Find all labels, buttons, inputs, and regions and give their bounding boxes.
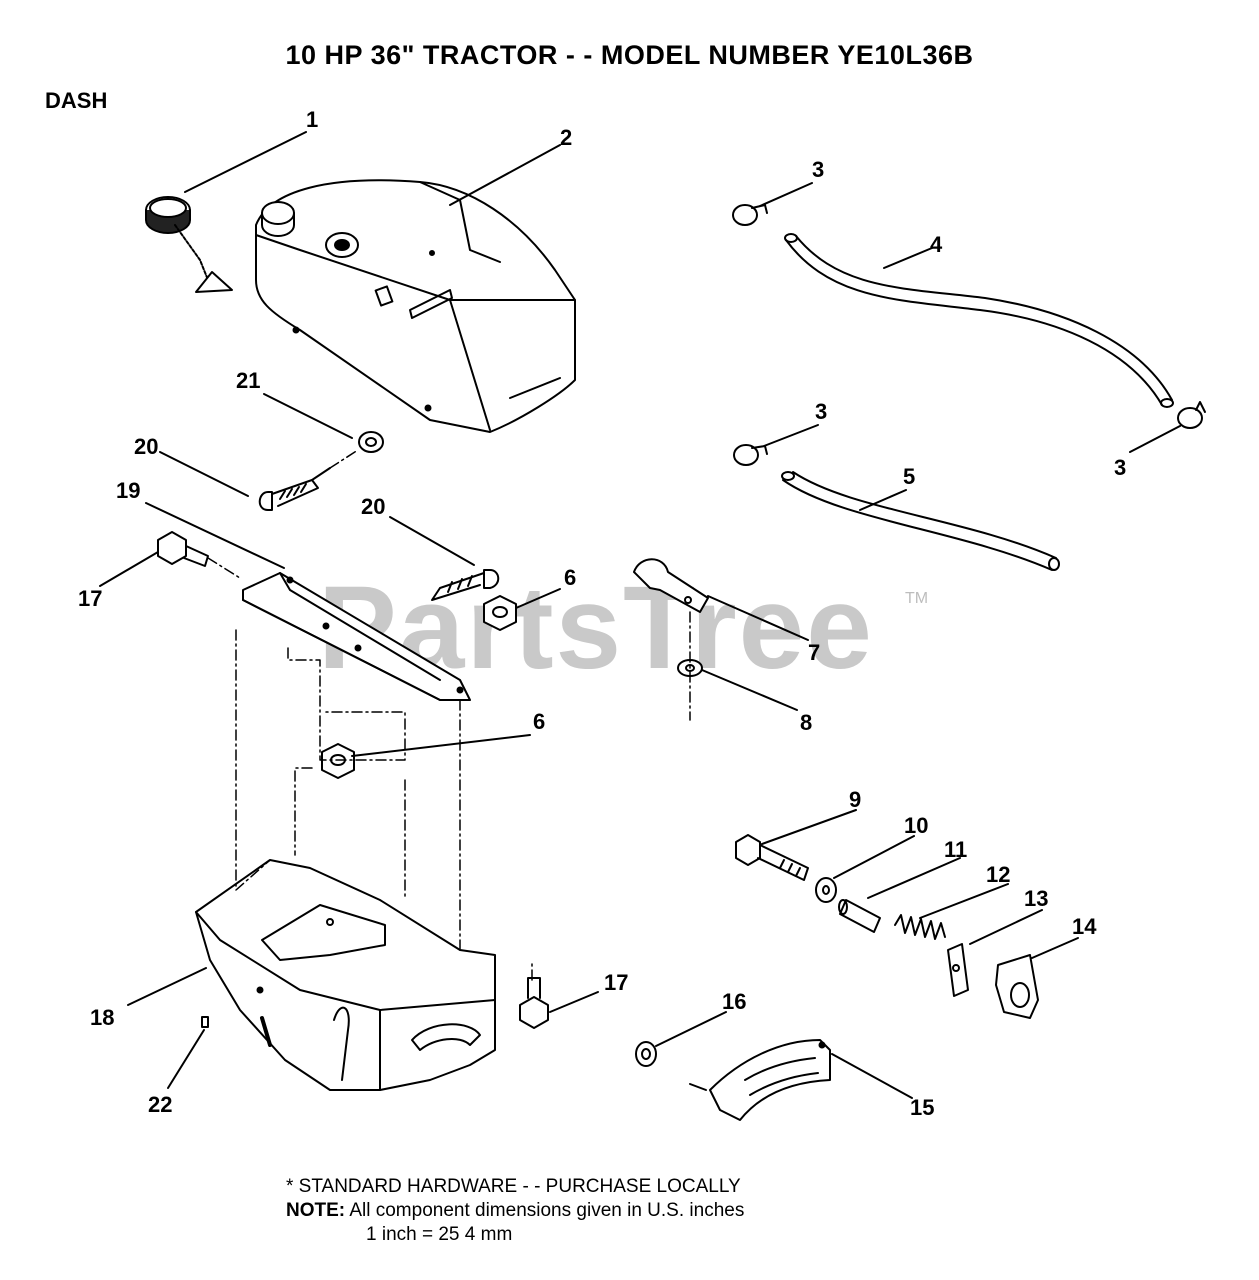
part-18-lower-panel (195, 859, 496, 1091)
callout-15: 15 (910, 1095, 934, 1120)
section-label: DASH (45, 88, 108, 113)
part-4-fuel-line (784, 233, 1174, 408)
callout-6a: 6 (564, 565, 576, 590)
callout-2: 2 (560, 125, 572, 150)
leader-lines (99, 131, 1181, 1099)
callout-6b: 6 (533, 709, 545, 734)
callout-9: 9 (849, 787, 861, 812)
part-1-fuel-cap (145, 196, 233, 293)
callout-10: 10 (904, 813, 928, 838)
callout-4: 4 (930, 232, 943, 257)
callout-8: 8 (800, 710, 812, 735)
callout-17b: 17 (604, 970, 628, 995)
part-11-spacer (838, 899, 881, 933)
part-7-clip (633, 558, 709, 613)
callout-19: 19 (116, 478, 140, 503)
callout-18: 18 (90, 1005, 114, 1030)
callout-11: 11 (944, 837, 967, 862)
part-6-nuts (321, 595, 517, 779)
part-17-bolts (157, 531, 549, 1029)
part-22-pin (201, 1016, 209, 1028)
standard-hardware-note: * STANDARD HARDWARE - - PURCHASE LOCALLY (286, 1176, 741, 1197)
callout-20b: 20 (361, 494, 385, 519)
part-5-fuel-line (781, 471, 1060, 571)
part-3-hose-clamps (732, 204, 1206, 466)
note-label: NOTE: (286, 1200, 346, 1221)
dimensions-note: NOTE: All component dimensions given in … (286, 1199, 744, 1223)
callout-21: 21 (236, 368, 260, 393)
callout-numbers: 1 2 3 4 3 3 5 21 20 19 20 17 6 7 8 6 9 1… (78, 107, 1126, 1120)
callout-14: 14 (1072, 914, 1097, 939)
callout-5: 5 (903, 464, 915, 489)
callout-22: 22 (148, 1092, 172, 1117)
callout-13: 13 (1024, 886, 1048, 911)
callout-7: 7 (808, 640, 820, 665)
callout-3b: 3 (815, 399, 827, 424)
part-13-clip (947, 943, 969, 997)
part-19-bracket (242, 572, 471, 701)
callout-3a: 3 (812, 157, 824, 182)
part-15-quadrant (689, 1039, 831, 1121)
footer-notes: * STANDARD HARDWARE - - PURCHASE LOCALLY… (286, 1175, 744, 1247)
part-16-nut (635, 1041, 657, 1067)
part-20-screws (258, 467, 500, 601)
assembly-lines (207, 449, 691, 981)
callout-16: 16 (722, 989, 746, 1014)
callout-17a: 17 (78, 586, 102, 611)
watermark-trademark: TM (905, 590, 929, 607)
part-12-spring (894, 914, 946, 940)
note-text: All component dimensions given in U.S. i… (349, 1200, 745, 1221)
callout-12: 12 (986, 862, 1010, 887)
callout-20a: 20 (134, 434, 158, 459)
part-14-cam (995, 954, 1039, 1019)
part-2-dash-housing (255, 179, 576, 433)
part-21-washer (358, 431, 384, 453)
diagram-title: 10 HP 36" TRACTOR - - MODEL NUMBER YE10L… (285, 40, 974, 70)
callout-1: 1 (306, 107, 318, 132)
part-9-bolt (735, 834, 809, 881)
callout-3c: 3 (1114, 455, 1126, 480)
conversion-note: 1 inch = 25 4 mm (366, 1224, 513, 1245)
part-10-washer (815, 877, 837, 903)
